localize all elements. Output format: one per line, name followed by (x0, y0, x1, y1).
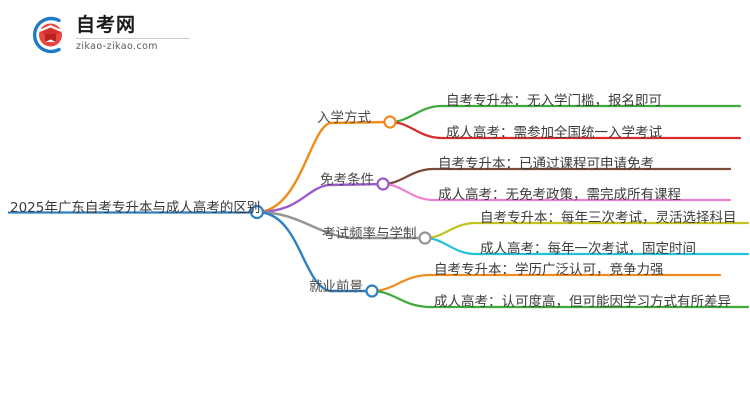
logo-brand-name: 自考网 (76, 14, 137, 36)
branch-label-exam-frequency[interactable]: 考试频率与学制 (322, 226, 417, 242)
connector-root-to-branch-4 (255, 210, 374, 293)
leaf-label-entry-method-chengkao[interactable]: 成人高考：需参加全国统一入学考试 (446, 125, 662, 141)
root-topic-label[interactable]: 2025年广东自考专升本与成人高考的区别 (10, 200, 261, 216)
connector-root-to-branch-1 (255, 120, 392, 214)
branch-1-node-dot[interactable] (383, 115, 397, 129)
root-node-dot[interactable] (249, 204, 265, 220)
branch-2-node-dot[interactable] (376, 177, 390, 191)
leaf-label-exam-frequency-chengkao[interactable]: 成人高考：每年一次考试，固定时间 (480, 241, 696, 257)
branch-label-exemption[interactable]: 免考条件 (320, 172, 374, 188)
logo-mark-icon (26, 13, 70, 57)
connector-root-to-branch-2 (255, 182, 385, 214)
leaf-label-exemption-zikao[interactable]: 自考专升本：已通过课程可申请免考 (438, 156, 654, 172)
site-logo: 自考网 zikao-zikao.com (26, 11, 196, 59)
leaf-label-employment-chengkao[interactable]: 成人高考：认可度高，但可能因学习方式有所差异 (434, 294, 731, 310)
branch-label-employment[interactable]: 就业前景 (309, 279, 363, 295)
leaf-label-exemption-chengkao[interactable]: 成人高考：无免考政策，需完成所有课程 (438, 187, 681, 203)
connector-root-to-branch-3 (255, 210, 427, 240)
leaf-label-entry-method-zikao[interactable]: 自考专升本：无入学门槛，报名即可 (446, 93, 662, 109)
branch-3-node-dot[interactable] (418, 231, 432, 245)
branch-label-entry-method[interactable]: 入学方式 (317, 110, 371, 126)
logo-text: 自考网 zikao-zikao.com (76, 13, 194, 57)
branch-4-node-dot[interactable] (365, 284, 379, 298)
leaf-label-employment-zikao[interactable]: 自考专升本：学历广泛认可，竞争力强 (434, 262, 664, 278)
logo-url: zikao-zikao.com (76, 41, 158, 52)
connector-branch-4-leaf-2 (370, 289, 750, 309)
logo-divider (76, 38, 190, 39)
leaf-label-exam-frequency-zikao[interactable]: 自考专升本：每年三次考试，灵活选择科目 (480, 210, 737, 226)
